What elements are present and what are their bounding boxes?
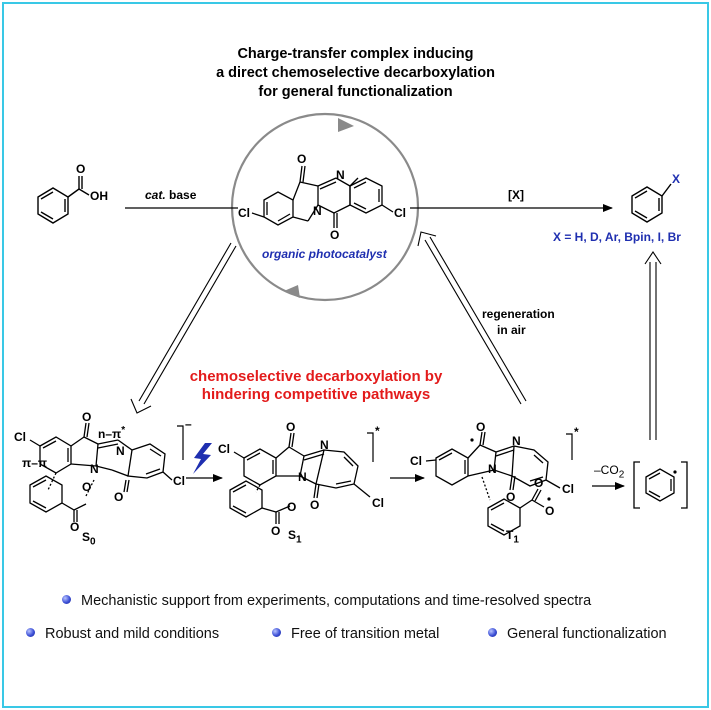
product-x-label: X xyxy=(672,172,681,186)
photocatalyst-structure xyxy=(251,165,394,228)
cat-label: cat. xyxy=(145,188,166,202)
acid-o-label: O xyxy=(76,162,86,176)
x-options-label: X = H, D, Ar, Bpin, I, Br xyxy=(553,230,681,244)
light-icon xyxy=(193,443,212,474)
s1-n-left: N xyxy=(298,470,307,484)
bullet-general: General functionalization xyxy=(488,626,667,642)
t1-o-carbonyl: O xyxy=(534,476,544,490)
highlight-line-2: hindering competitive pathways xyxy=(201,386,431,403)
s1-o-top: O xyxy=(286,420,296,434)
bullet-mild: Robust and mild conditions xyxy=(26,626,219,642)
open-arrow-radical-to-product xyxy=(644,251,662,440)
catalytic-cycle xyxy=(230,112,420,302)
pc-cl-right: Cl xyxy=(394,206,406,220)
radical-dot-t1 xyxy=(470,438,474,442)
bullet-text-general: General functionalization xyxy=(507,626,667,642)
s0-structure xyxy=(29,422,173,522)
bullet-metal-free: Free of transition metal xyxy=(272,626,439,642)
t1-n-left: N xyxy=(488,462,497,476)
base-label: cat. base xyxy=(145,188,196,202)
radical-dot xyxy=(673,470,677,474)
bullet-dot-icon xyxy=(272,628,281,637)
bullet-dot-icon xyxy=(26,628,35,637)
highlight-line-1: chemoselective decarboxylation by xyxy=(189,368,443,385)
benzoic-acid-structure xyxy=(37,176,90,224)
t1-cl-right: Cl xyxy=(562,482,574,496)
t1-o-radical: O xyxy=(545,504,555,518)
s1-n-right: N xyxy=(320,438,329,452)
bullet-text-metal-free: Free of transition metal xyxy=(291,626,440,642)
s1-o-bottom: O xyxy=(310,498,320,512)
reagent-x-label: [X] xyxy=(508,188,524,202)
base-text: base xyxy=(165,188,197,202)
title-line-2: a direct chemoselective decarboxylation xyxy=(216,65,495,81)
s0-cl-left: Cl xyxy=(14,430,26,444)
bullet-text-mild: Robust and mild conditions xyxy=(45,626,220,642)
n-pi-star: * xyxy=(121,425,126,436)
cycle-arrowhead-top xyxy=(338,118,354,132)
s0-n-left: N xyxy=(90,462,99,476)
s1-cl-right: Cl xyxy=(372,496,384,510)
t1-letter: T xyxy=(506,528,514,542)
s0-label: S0 xyxy=(82,530,96,547)
cycle-arrowhead-bottom xyxy=(284,285,300,298)
open-arrow-to-s0 xyxy=(130,242,237,414)
s1-o-carbonyl: O xyxy=(271,524,281,538)
title-line-1: Charge-transfer complex inducing xyxy=(237,46,474,62)
charge-brackets xyxy=(177,425,573,462)
open-arrow-regeneration xyxy=(417,231,527,405)
t1-label: T1 xyxy=(506,528,519,545)
s0-cl-right: Cl xyxy=(173,474,185,488)
pc-o-bottom: O xyxy=(330,228,340,242)
s1-cl-left: Cl xyxy=(218,442,230,456)
s0-charge: – xyxy=(185,417,192,431)
t1-sub: 1 xyxy=(513,534,519,546)
pc-cl-left: Cl xyxy=(238,206,250,220)
acid-oh-label: OH xyxy=(90,189,108,203)
s1-o-ester: O xyxy=(287,500,297,514)
s0-o-bottom: O xyxy=(114,490,124,504)
bullet-dot-icon xyxy=(62,595,71,604)
t1-n-right: N xyxy=(512,434,521,448)
regeneration-line-2: in air xyxy=(497,323,526,337)
s0-n-pi-label: n–π* xyxy=(98,425,125,441)
pc-o-top: O xyxy=(297,152,307,166)
bullet-dot-icon xyxy=(488,628,497,637)
s0-o-carbonyl: O xyxy=(70,520,80,534)
pc-n-bottom: N xyxy=(313,204,322,218)
s0-o-ester: O xyxy=(82,480,92,494)
s1-label: S1 xyxy=(288,528,302,545)
n-pi-text: n–π xyxy=(98,427,122,441)
s1-star: * xyxy=(375,424,380,438)
t1-star: * xyxy=(574,425,579,439)
title-line-3: for general functionalization xyxy=(258,84,453,100)
phenyl-radical-structure xyxy=(633,461,688,509)
s1-sub: 1 xyxy=(296,534,302,546)
regeneration-line-1: regeneration xyxy=(482,307,555,321)
s0-letter: S xyxy=(82,530,91,544)
s0-sub: 0 xyxy=(90,536,96,548)
photocatalyst-label: organic photocatalyst xyxy=(262,247,387,261)
bullet-mechanistic: Mechanistic support from experiments, co… xyxy=(62,593,591,609)
bullet-text-mechanistic: Mechanistic support from experiments, co… xyxy=(81,593,592,609)
t1-o-top: O xyxy=(476,420,486,434)
s1-structure xyxy=(229,432,371,524)
s1-letter: S xyxy=(288,528,297,542)
radical-dot-carboxyl xyxy=(547,497,551,501)
t1-cl-left: Cl xyxy=(410,454,422,468)
t1-o-bottom: O xyxy=(506,490,516,504)
t1-structure xyxy=(425,431,561,536)
pc-n-top: N xyxy=(336,168,345,182)
co2-sub: 2 xyxy=(618,469,625,481)
co2-label: –CO2 xyxy=(594,463,624,480)
s0-n-right: N xyxy=(116,444,125,458)
s0-o-top: O xyxy=(82,410,92,424)
product-structure xyxy=(631,183,672,223)
co2-text: –CO xyxy=(594,463,619,477)
s0-pi-pi-label: π–π xyxy=(22,456,48,470)
